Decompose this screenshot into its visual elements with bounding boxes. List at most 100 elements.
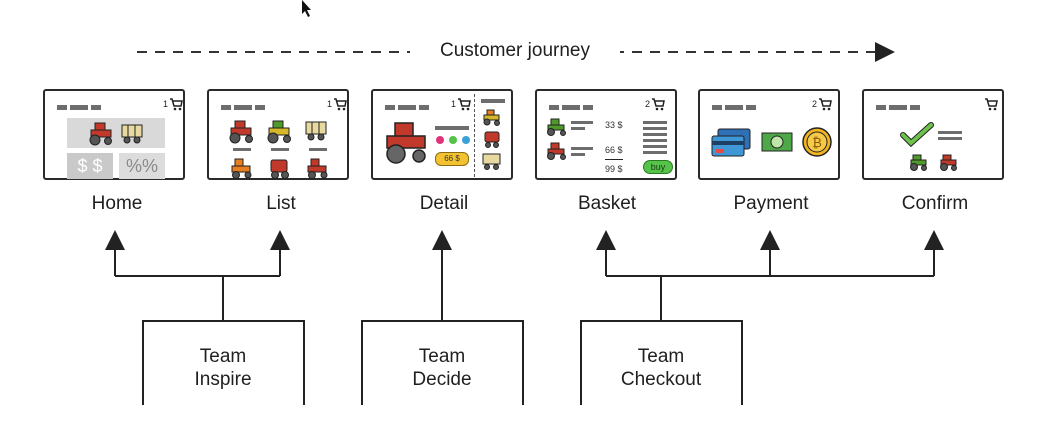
list-screen-thumbnail: 1 xyxy=(207,89,349,180)
large-red-tractor-icon xyxy=(386,122,426,164)
nav-bar xyxy=(221,105,231,110)
payment-screen-thumbnail: 2 ₿ xyxy=(698,89,840,180)
confirm-screen-thumbnail xyxy=(862,89,1004,180)
nav-bar xyxy=(712,105,722,110)
buy-button[interactable]: buy xyxy=(643,160,673,174)
color-swatch[interactable] xyxy=(436,136,444,144)
product-name-bar xyxy=(435,126,469,130)
bitcoin-icon[interactable]: ₿ xyxy=(800,125,834,159)
credit-card-icon[interactable] xyxy=(710,127,754,159)
journey-title: Customer journey xyxy=(410,40,620,62)
promo-percent: %% xyxy=(119,153,165,179)
basket-item-price: 66 $ xyxy=(605,145,623,155)
team-checkout-connector xyxy=(596,230,944,320)
cash-icon[interactable] xyxy=(760,129,794,155)
cart-count: 2 xyxy=(812,99,818,109)
nav-bar xyxy=(562,105,580,110)
nav-bar xyxy=(583,105,593,110)
team-checkout-label: Team Checkout xyxy=(581,345,741,391)
basket-item-price: 33 $ xyxy=(605,120,623,130)
team-inspire-label: Team Inspire xyxy=(143,345,303,391)
cart-icon xyxy=(458,98,471,111)
team-checkout-line2: Checkout xyxy=(620,369,702,390)
svg-text:₿: ₿ xyxy=(812,135,822,150)
basket-screen-thumbnail: 2 33 $ 66 $ 99 $ buy xyxy=(535,89,677,180)
summary-line xyxy=(643,121,667,124)
item-name-bar xyxy=(571,121,593,124)
color-swatch[interactable] xyxy=(449,136,457,144)
page-label-confirm: Confirm xyxy=(901,193,969,214)
cart-icon xyxy=(170,98,183,111)
buy-price-button[interactable]: 66 $ xyxy=(435,152,469,166)
item-name-bar xyxy=(571,127,585,130)
item-label-bar xyxy=(309,148,327,151)
reco-trailer-icon xyxy=(482,153,501,170)
page-label-detail: Detail xyxy=(419,193,469,214)
nav-bar xyxy=(234,105,252,110)
nav-bar xyxy=(255,105,265,110)
detail-screen-thumbnail: 1 66 $ xyxy=(371,89,513,180)
summary-line xyxy=(643,133,667,136)
summary-line xyxy=(643,139,667,142)
checkmark-icon xyxy=(900,122,934,147)
nav-bar xyxy=(889,105,907,110)
recommendations-title-bar xyxy=(481,99,505,103)
nav-bar xyxy=(385,105,395,110)
promo-currency: $ $ xyxy=(67,153,113,179)
ordered-tractor-icon xyxy=(940,154,957,171)
cart-count: 1 xyxy=(327,99,333,109)
page-label-basket: Basket xyxy=(577,193,637,214)
team-inspire-line2: Inspire xyxy=(194,369,252,390)
trailer-icon xyxy=(121,124,143,144)
cart-icon xyxy=(985,98,998,111)
nav-bar xyxy=(910,105,920,110)
page-label-payment: Payment xyxy=(733,193,809,214)
item-label-bar xyxy=(233,148,251,151)
cart-count: 1 xyxy=(451,99,457,109)
cart-icon xyxy=(334,98,347,111)
cart-count: 2 xyxy=(645,99,651,109)
cart-icon xyxy=(819,98,832,111)
red-tractor-small-icon xyxy=(307,158,328,179)
trailer-icon xyxy=(305,121,327,141)
orange-tractor-icon xyxy=(231,158,252,179)
cart-count: 1 xyxy=(163,99,169,109)
harvester-icon xyxy=(270,159,289,179)
mouse-cursor-icon xyxy=(302,0,311,17)
team-inspire-connector xyxy=(105,230,290,320)
item-name-bar xyxy=(571,153,585,156)
nav-bar xyxy=(57,105,67,110)
item-name-bar xyxy=(571,147,593,150)
nav-bar xyxy=(549,105,559,110)
team-inspire-bracket xyxy=(142,320,305,405)
item-label-bar xyxy=(271,148,289,151)
reco-tractor-icon xyxy=(483,109,500,126)
hero-banner xyxy=(67,118,165,148)
summary-line xyxy=(643,145,667,148)
home-screen-thumbnail: 1 $ $ %% xyxy=(43,89,185,180)
nav-bar xyxy=(70,105,88,110)
nav-bar xyxy=(746,105,756,110)
basket-total: 99 $ xyxy=(605,164,623,174)
total-divider xyxy=(605,159,623,160)
confirmation-line xyxy=(938,137,962,140)
green-tractor-icon xyxy=(267,120,291,144)
cart-icon xyxy=(652,98,665,111)
nav-bar xyxy=(398,105,416,110)
summary-line xyxy=(643,151,667,154)
summary-line xyxy=(643,127,667,130)
team-decide-label: Team Decide xyxy=(362,345,522,391)
color-swatch[interactable] xyxy=(462,136,470,144)
team-checkout-bracket xyxy=(580,320,743,405)
nav-bar xyxy=(876,105,886,110)
ordered-tractor-icon xyxy=(910,154,927,171)
confirmation-line xyxy=(938,131,962,134)
red-tractor-icon xyxy=(229,120,253,144)
page-label-home: Home xyxy=(91,193,143,214)
team-decide-bracket xyxy=(361,320,524,405)
recommendations-divider xyxy=(474,94,475,177)
team-decide-line2: Decide xyxy=(412,369,472,390)
reco-harvester-icon xyxy=(484,131,500,148)
nav-bar xyxy=(725,105,743,110)
